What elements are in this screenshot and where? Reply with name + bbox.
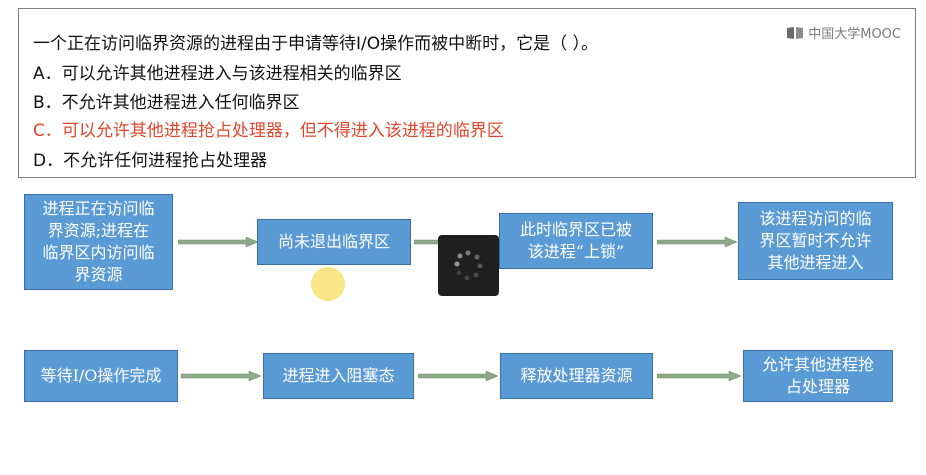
option-a: A．可以允许其他进程进入与该进程相关的临界区: [33, 64, 402, 84]
question-stem: 一个正在访问临界资源的进程由于申请等待I/O操作而被中断时，它是（ ）。: [33, 34, 599, 54]
loading-spinner-icon: [438, 235, 499, 296]
flow-box-text: 此时临界区已被 该进程“上锁”: [519, 220, 632, 261]
flow-box-no-others-allowed: 该进程访问的临 界区暂时不允许 其他进程进入: [738, 202, 893, 280]
arrow-right-icon: [181, 371, 261, 381]
flow-box-text: 进程正在访问临 界资源;进程在 临界区内访问临 界资源: [42, 199, 155, 284]
option-b: B．不允许其他进程进入任何临界区: [33, 93, 300, 113]
flow-box-blocked: 进程进入阻塞态: [263, 353, 414, 399]
arrow-right-icon: [657, 237, 737, 247]
flow-box-text: 进程进入阻塞态: [282, 366, 395, 385]
option-c-correct: C．可以允许其他进程抢占处理器，但不得进入该进程的临界区: [33, 121, 504, 141]
flow-box-text: 等待I/O操作完成: [40, 366, 162, 385]
flow-box-text: 尚未退出临界区: [277, 232, 390, 251]
arrow-right-icon: [657, 371, 741, 381]
question-panel: 一个正在访问临界资源的进程由于申请等待I/O操作而被中断时，它是（ ）。 A．可…: [18, 8, 916, 178]
flow-box-release-cpu: 释放处理器资源: [500, 353, 653, 399]
mooc-logo: 中国大学MOOC: [786, 23, 901, 42]
flow-box-locked: 此时临界区已被 该进程“上锁”: [499, 213, 653, 269]
logo-text: 中国大学MOOC: [808, 27, 901, 42]
option-d: D．不允许任何进程抢占处理器: [33, 151, 268, 171]
flow-box-text: 该进程访问的临 界区暂时不允许 其他进程进入: [759, 209, 872, 272]
arrow-right-icon: [418, 371, 498, 381]
flow-box-not-exited: 尚未退出临界区: [257, 219, 411, 265]
flow-box-wait-io: 等待I/O操作完成: [24, 350, 178, 402]
flow-box-text: 释放处理器资源: [520, 366, 633, 385]
flow-box-text: 允许其他进程抢 占处理器: [761, 355, 874, 396]
arrow-right-icon: [178, 237, 258, 247]
flow-box-allow-preempt: 允许其他进程抢 占处理器: [743, 350, 893, 402]
flow-box-accessing-critical-resource: 进程正在访问临 界资源;进程在 临界区内访问临 界资源: [24, 194, 173, 290]
cursor-highlight: [311, 267, 345, 301]
book-icon: [787, 26, 804, 39]
